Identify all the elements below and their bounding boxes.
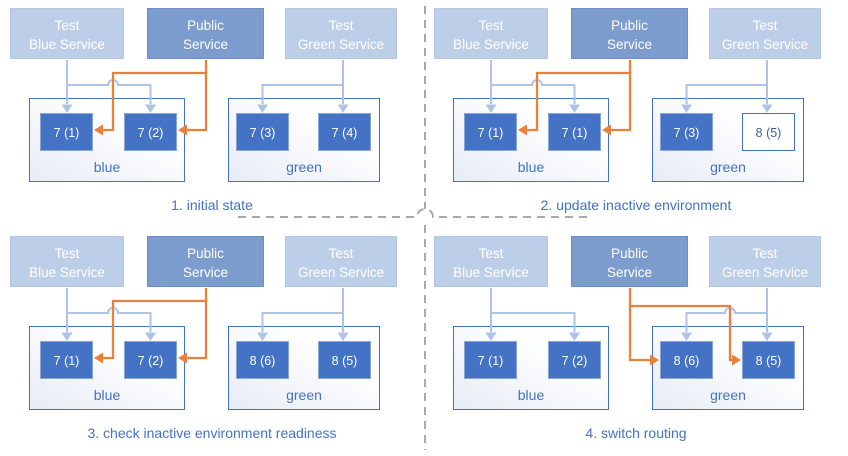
connector-arrows xyxy=(485,60,773,136)
pod-replica: 7 (3) xyxy=(660,113,713,151)
pod-replica: 8 (5) xyxy=(742,113,795,151)
service-label: Test xyxy=(328,18,354,33)
public-service-box: Public Service xyxy=(147,8,264,59)
connector-arrows xyxy=(485,288,773,366)
service-label: Service xyxy=(182,37,228,52)
service-label: Green Service xyxy=(721,265,809,280)
pod-replica: 8 (6) xyxy=(236,341,289,379)
service-label: Green Service xyxy=(721,37,809,52)
step-caption: 4. switch routing xyxy=(585,425,687,441)
pod-replica: 8 (5) xyxy=(318,341,371,379)
test-green-service-box: Test Green Service xyxy=(709,236,821,287)
pod-replica: 7 (1) xyxy=(40,113,93,151)
service-label: Public xyxy=(187,246,224,261)
step-caption: 2. update inactive environment xyxy=(540,197,732,213)
environment-label: green xyxy=(286,159,322,175)
pod-replica: 7 (1) xyxy=(464,341,517,379)
service-label: Green Service xyxy=(297,37,385,52)
service-label: Service xyxy=(606,37,652,52)
pod-replica: 7 (3) xyxy=(236,113,289,151)
service-label: Public xyxy=(611,18,648,33)
pod-replica: 7 (2) xyxy=(548,341,601,379)
service-label: Service xyxy=(182,265,228,280)
service-label: Public xyxy=(611,246,648,261)
public-service-box: Public Service xyxy=(571,8,688,59)
service-label: Blue Service xyxy=(29,265,105,280)
environment-label: green xyxy=(710,159,746,175)
pod-replica: 7 (1) xyxy=(464,113,517,151)
environment-label: green xyxy=(286,387,322,403)
test-blue-service-box: Test Blue Service xyxy=(434,8,548,59)
test-green-service-box: Test Green Service xyxy=(709,8,821,59)
service-label: Blue Service xyxy=(29,37,105,52)
environment-label: blue xyxy=(93,159,121,175)
service-label: Test xyxy=(54,18,80,33)
pod-replica: 7 (1) xyxy=(40,341,93,379)
test-green-service-box: Test Green Service xyxy=(285,236,397,287)
panel-initial-state: Test Blue Service Public Service Test Gr… xyxy=(0,0,424,228)
test-blue-service-box: Test Blue Service xyxy=(434,236,548,287)
service-label: Test xyxy=(752,18,778,33)
service-label: Blue Service xyxy=(453,37,529,52)
step-caption: 1. initial state xyxy=(171,197,253,213)
connector-arrows xyxy=(61,288,349,364)
service-label: Service xyxy=(606,265,652,280)
connector-arrows xyxy=(61,60,349,136)
test-blue-service-box: Test Blue Service xyxy=(10,236,124,287)
pod-replica: 8 (6) xyxy=(660,341,713,379)
environment-label: green xyxy=(710,387,746,403)
pod-replica: 7 (4) xyxy=(318,113,371,151)
service-label: Public xyxy=(187,18,224,33)
service-label: Test xyxy=(328,246,354,261)
environment-label: blue xyxy=(517,159,545,175)
public-service-box: Public Service xyxy=(147,236,264,287)
public-service-box: Public Service xyxy=(571,236,688,287)
test-green-service-box: Test Green Service xyxy=(285,8,397,59)
pod-replica: 7 (1) xyxy=(548,113,601,151)
environment-label: blue xyxy=(517,387,545,403)
panel-switch-routing: Test Blue Service Public Service Test Gr… xyxy=(424,228,848,456)
pod-replica: 7 (2) xyxy=(124,113,177,151)
service-label: Test xyxy=(478,246,504,261)
panel-check-readiness: Test Blue Service Public Service Test Gr… xyxy=(0,228,424,456)
pod-replica: 8 (5) xyxy=(742,341,795,379)
service-label: Blue Service xyxy=(453,265,529,280)
service-label: Test xyxy=(752,246,778,261)
pod-replica: 7 (2) xyxy=(124,341,177,379)
environment-label: blue xyxy=(93,387,121,403)
step-caption: 3. check inactive environment readiness xyxy=(87,425,337,441)
service-label: Green Service xyxy=(297,265,385,280)
service-label: Test xyxy=(54,246,80,261)
panel-update-inactive: Test Blue Service Public Service Test Gr… xyxy=(424,0,848,228)
test-blue-service-box: Test Blue Service xyxy=(10,8,124,59)
service-label: Test xyxy=(478,18,504,33)
